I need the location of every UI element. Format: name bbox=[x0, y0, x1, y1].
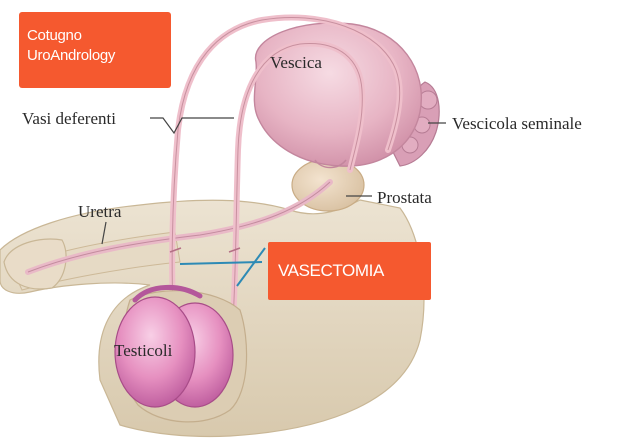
brand-name: Cotugno bbox=[27, 27, 82, 44]
vas-deferens-left-edge bbox=[171, 16, 401, 341]
vasectomy-callout-text: VASECTOMIA bbox=[278, 261, 384, 280]
label-urethra: Uretra bbox=[78, 202, 122, 221]
vasectomy-cut-mark bbox=[169, 247, 182, 253]
vas-deferens-right-edge bbox=[231, 43, 363, 341]
vasectomy-arrow bbox=[236, 247, 266, 287]
vasectomy-callout: VASECTOMIA bbox=[268, 242, 431, 300]
leader-vas-deferens bbox=[150, 117, 234, 135]
leader-urethra bbox=[101, 221, 107, 245]
brand-badge: Cotugno UroAndrology bbox=[19, 12, 171, 88]
label-vas-deferens: Vasi deferenti bbox=[22, 109, 116, 128]
urethra-outline bbox=[27, 181, 331, 273]
testicle-front bbox=[114, 296, 196, 408]
epididymis bbox=[132, 284, 203, 303]
brand-subtitle: UroAndrology bbox=[27, 47, 116, 64]
glans bbox=[3, 238, 67, 290]
label-bladder: Vescica bbox=[270, 53, 322, 72]
vasectomy-cut-mark bbox=[228, 247, 241, 253]
label-seminal-vesicle: Vescicola seminale bbox=[452, 114, 582, 133]
bladder bbox=[253, 22, 422, 167]
vasectomy-arrow bbox=[179, 261, 263, 265]
label-testicles: Testicoli bbox=[114, 341, 173, 360]
label-prostate: Prostata bbox=[377, 188, 432, 207]
bladder-neck bbox=[314, 159, 347, 169]
